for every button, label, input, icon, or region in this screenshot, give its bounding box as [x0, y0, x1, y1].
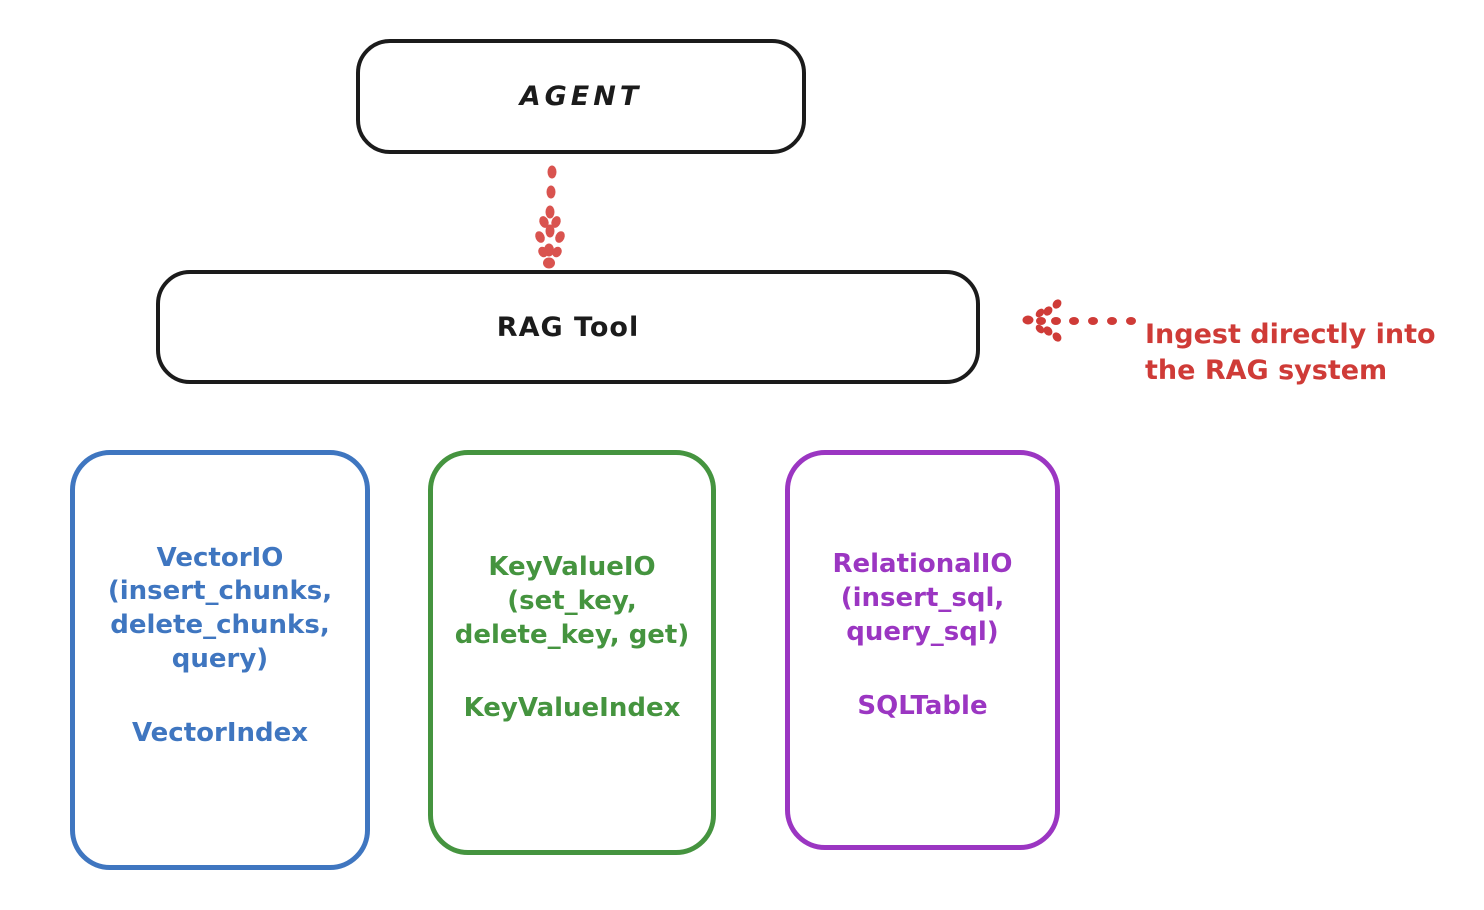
node-key-value-io-content: KeyValueIO (set_key, delete_key, get) Ke…: [455, 551, 690, 726]
node-agent[interactable]: AGENT: [356, 39, 806, 154]
annotation-ingest: Ingest directly into the RAG system: [1145, 281, 1475, 389]
node-relational-io-title: RelationalIO (insert_sql, query_sql): [832, 549, 1013, 647]
node-key-value-io-index: KeyValueIndex: [463, 693, 681, 724]
node-vector-io[interactable]: VectorIO (insert_chunks, delete_chunks, …: [70, 450, 370, 870]
node-vector-io-index: VectorIndex: [131, 717, 309, 748]
node-relational-io-index: SQLTable: [857, 690, 988, 721]
node-relational-io-content: RelationalIO (insert_sql, query_sql) SQL…: [832, 548, 1012, 723]
node-relational-io[interactable]: RelationalIO (insert_sql, query_sql) SQL…: [785, 450, 1060, 850]
annotation-ingest-text: Ingest directly into the RAG system: [1145, 318, 1436, 386]
node-agent-label: AGENT: [519, 81, 643, 112]
node-vector-io-title: VectorIO (insert_chunks, delete_chunks, …: [107, 542, 333, 674]
node-key-value-io[interactable]: KeyValueIO (set_key, delete_key, get) Ke…: [428, 450, 716, 855]
node-key-value-io-title: KeyValueIO (set_key, delete_key, get): [454, 551, 690, 650]
node-rag-tool[interactable]: RAG Tool: [156, 270, 980, 384]
node-rag-tool-label: RAG Tool: [496, 311, 640, 343]
node-vector-io-content: VectorIO (insert_chunks, delete_chunks, …: [108, 542, 332, 751]
